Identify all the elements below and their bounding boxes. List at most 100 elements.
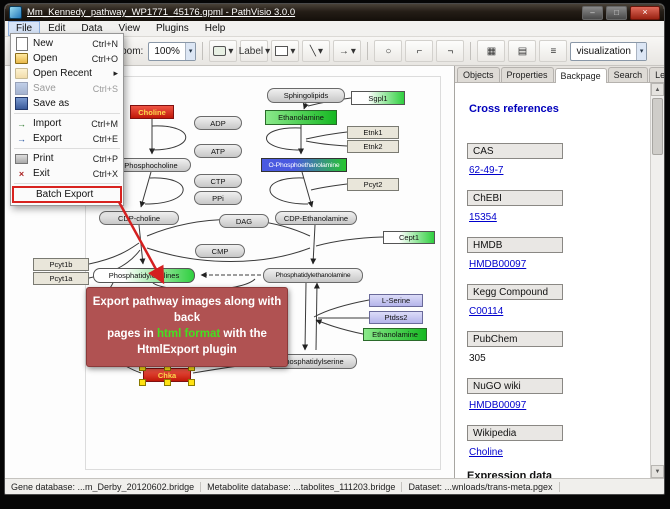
menu-plugins[interactable]: Plugins — [155, 23, 189, 34]
side-panel: Objects Properties Backpage Search Legen… — [455, 66, 664, 478]
node-choline[interactable]: Choline — [130, 105, 174, 119]
node-cmp[interactable]: CMP — [195, 244, 245, 258]
scroll-up-button[interactable]: ▲ — [651, 83, 664, 96]
crossref-link-nugo[interactable]: HMDB00097 — [469, 400, 527, 411]
pathway-edges — [88, 97, 384, 374]
annotation-line-1: Export pathway images along with back — [92, 296, 282, 324]
backpage-section-kegg: Kegg Compound C00114 — [467, 282, 644, 317]
menu-separator — [14, 113, 120, 114]
menubar: File Edit Data View Plugins Help — [5, 21, 664, 37]
shape-icon — [275, 46, 289, 56]
node-etnk1[interactable]: Etnk1 — [347, 126, 399, 139]
node-pcyt1b[interactable]: Pcyt1b — [33, 258, 89, 271]
file-menu: New Ctrl+N Open Ctrl+O Open Recent ▸ Sav… — [10, 33, 124, 206]
menu-data[interactable]: Data — [81, 23, 103, 34]
crossref-link-kegg[interactable]: C00114 — [469, 306, 504, 317]
node-ctp[interactable]: CTP — [194, 174, 242, 188]
maximize-button[interactable]: □ — [606, 5, 627, 20]
file-menu-item-batch-export[interactable]: Batch Export — [12, 186, 122, 203]
crossref-link-chebi[interactable]: 15354 — [469, 212, 497, 223]
status-metabolite-database: Metabolite database: ...tabolites_111203… — [201, 481, 403, 492]
node-adp[interactable]: ADP — [194, 116, 242, 130]
export-icon: → — [17, 133, 26, 144]
arrow-tool-button[interactable]: →▾ — [333, 40, 362, 62]
node-sphingolipids[interactable]: Sphingolipids — [267, 88, 345, 103]
file-menu-item-save-as[interactable]: Save as — [11, 96, 123, 111]
file-menu-item-import[interactable]: → Import Ctrl+M — [17, 118, 118, 129]
node-l-serine[interactable]: L-Serine — [369, 294, 423, 307]
minimize-button[interactable]: – — [582, 5, 603, 20]
backpage-section-hmdb: HMDB HMDB00097 — [467, 235, 644, 270]
annotation-line-2: pages in html format with the — [107, 327, 267, 340]
node-pcyt1a[interactable]: Pcyt1a — [33, 272, 89, 285]
node-cdp-choline[interactable]: CDP-choline — [99, 211, 179, 225]
node-pcyt2[interactable]: Pcyt2 — [347, 178, 399, 191]
crossref-link-hmdb[interactable]: HMDB00097 — [469, 259, 527, 270]
file-menu-item-open[interactable]: Open Ctrl+O — [11, 51, 123, 66]
node-phosphatidylcholines[interactable]: Phosphatidylcholines — [93, 268, 195, 283]
toolbar-separator — [470, 42, 472, 60]
scroll-thumb[interactable] — [652, 98, 663, 155]
selection-handle[interactable] — [164, 379, 171, 386]
crossref-link-cas[interactable]: 62-49-7 — [469, 165, 504, 176]
node-ptdss2[interactable]: Ptdss2 — [369, 311, 423, 324]
node-ethanolamine-2[interactable]: Ethanolamine — [363, 328, 427, 341]
tab-properties[interactable]: Properties — [500, 67, 554, 82]
file-menu-item-exit[interactable]: × Exit Ctrl+X — [18, 168, 118, 179]
node-chka[interactable]: Chka — [139, 364, 195, 386]
open-folder-icon — [15, 53, 28, 64]
tab-objects[interactable]: Objects — [457, 67, 500, 82]
tab-backpage[interactable]: Backpage — [554, 68, 607, 83]
chevron-down-icon: ▾ — [350, 45, 356, 57]
bracket-open-tool-button[interactable]: ⌐ — [405, 40, 434, 62]
label-tool-text: Label — [238, 45, 264, 57]
selection-handle[interactable] — [139, 379, 146, 386]
selection-handle[interactable] — [188, 379, 195, 386]
scroll-down-button[interactable]: ▼ — [651, 465, 664, 478]
toolbar-separator — [202, 42, 204, 60]
node-atp[interactable]: ATP — [194, 144, 242, 158]
node-ppi[interactable]: PPi — [194, 191, 242, 205]
node-cept1[interactable]: Cept1 — [383, 231, 435, 244]
node-ethanolamine-1[interactable]: Ethanolamine — [265, 110, 337, 125]
tab-search[interactable]: Search — [607, 67, 649, 82]
bracket-close-tool-button[interactable]: ¬ — [436, 40, 465, 62]
close-button[interactable]: × — [630, 5, 660, 20]
line-tool-button[interactable]: ╲▾ — [302, 40, 331, 62]
titlebar: Mm_Kennedy_pathway_WP1771_45176.gpml - P… — [5, 4, 664, 21]
label-tool-button[interactable]: Label▾ — [238, 40, 271, 62]
bracket-open-icon: ⌐ — [416, 45, 423, 57]
datanode-tool-button[interactable]: ▾ — [209, 40, 238, 62]
table-button[interactable]: ▤ — [508, 40, 537, 62]
menu-view[interactable]: View — [118, 23, 140, 34]
file-menu-item-new[interactable]: New Ctrl+N — [11, 36, 123, 51]
file-menu-item-print[interactable]: Print Ctrl+P — [11, 151, 123, 166]
file-menu-item-open-recent[interactable]: Open Recent ▸ — [11, 66, 123, 81]
zoom-value: 100% — [154, 45, 180, 57]
grid-icon: ▦ — [486, 45, 497, 57]
node-dag[interactable]: DAG — [219, 214, 269, 228]
backpage-section-chebi: ChEBI 15354 — [467, 188, 644, 223]
chevron-down-icon: ▾ — [265, 45, 271, 57]
node-o-phosphoethanolamine[interactable]: O-Phosphoethanolamine — [261, 158, 347, 172]
menu-help[interactable]: Help — [204, 23, 226, 34]
align-button[interactable]: ≡ — [539, 40, 568, 62]
node-etnk2[interactable]: Etnk2 — [347, 140, 399, 153]
tab-legend[interactable]: Legend — [649, 67, 664, 82]
visualization-select[interactable]: visualization ▾ — [570, 41, 648, 61]
shape-tool-button[interactable]: ▾ — [271, 40, 300, 62]
annotation-line-3: HtmlExport plugin — [137, 343, 237, 356]
crossref-link-wikipedia[interactable]: Choline — [469, 447, 503, 458]
node-sgpl1[interactable]: Sgpl1 — [351, 91, 405, 105]
panel-scrollbar[interactable]: ▲ ▼ — [650, 83, 664, 478]
zoom-select[interactable]: 100% ▾ — [148, 41, 197, 61]
file-menu-item-export[interactable]: → Export Ctrl+E — [17, 133, 118, 144]
node-cdp-ethanolamine[interactable]: CDP-Ethanolamine — [275, 211, 357, 225]
menu-edit[interactable]: Edit — [48, 23, 66, 34]
anchor-tool-button[interactable]: ○ — [374, 40, 403, 62]
node-phosphatidylethanolamine[interactable]: Phosphatidylethanolamine — [263, 268, 363, 283]
file-menu-item-save[interactable]: Save Ctrl+S — [11, 81, 123, 96]
scroll-track[interactable] — [651, 96, 664, 465]
grid-button[interactable]: ▦ — [477, 40, 506, 62]
